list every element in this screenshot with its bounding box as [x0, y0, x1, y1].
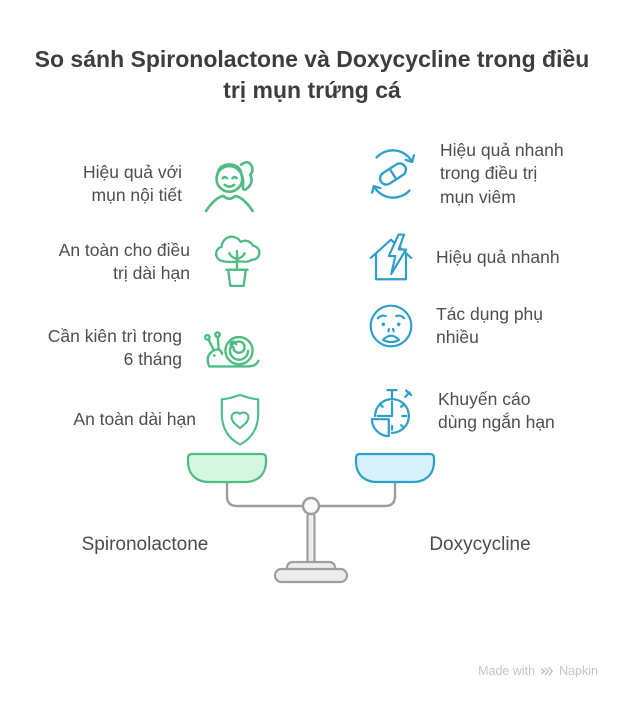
- left-item-patience-6-months: Cần kiên trì trong 6 tháng: [30, 316, 268, 380]
- woman-face-icon: [198, 148, 268, 220]
- left-item-hormonal-acne: Hiệu quả với mụn nội tiết: [30, 140, 268, 228]
- right-item-label: Hiệu quả nhanh: [436, 247, 560, 268]
- right-item-short-term-use: Khuyến cáo dùng ngắn hạn: [362, 376, 612, 446]
- pill-refresh-icon: [362, 143, 424, 205]
- scale-base: [273, 567, 349, 584]
- scale-pan-left: [186, 452, 268, 484]
- worried-face-icon: [362, 297, 420, 355]
- right-item-label: Tác dụng phụ nhiều: [436, 303, 544, 347]
- right-item-label: Khuyến cáo dùng ngắn hạn: [438, 388, 555, 432]
- right-item-label: Hiệu quả nhanh trong điều trị mụn viêm: [440, 140, 564, 207]
- watermark-brand: Napkin: [559, 664, 598, 678]
- stopwatch-icon: [362, 380, 422, 442]
- snail-icon: [198, 320, 268, 376]
- left-column-title: Spironolactone: [81, 534, 209, 555]
- left-item-label: Cần kiên trì trong 6 tháng: [47, 325, 182, 369]
- left-item-label: An toàn dài hạn: [73, 409, 196, 430]
- right-item-fast-effect: Hiệu quả nhanh: [362, 222, 612, 294]
- potted-plant-icon: [206, 229, 268, 295]
- left-item-label: An toàn cho điều trị dài hạn: [58, 239, 190, 283]
- right-item-side-effects: Tác dụng phụ nhiều: [362, 292, 612, 360]
- napkin-logo-icon: [540, 666, 553, 676]
- left-item-long-term-safety: An toàn dài hạn: [30, 384, 268, 456]
- house-lightning-icon: [362, 227, 420, 289]
- scale-post: [306, 512, 316, 568]
- right-item-fast-inflammatory: Hiệu quả nhanh trong điều trị mụn viêm: [362, 132, 612, 216]
- left-item-label: Hiệu quả với mụn nội tiết: [82, 161, 182, 205]
- scale-pan-right: [354, 452, 436, 484]
- page-title: So sánh Spironolactone và Doxycycline tr…: [34, 46, 590, 103]
- left-item-long-term-safe-treatment: An toàn cho điều trị dài hạn: [30, 226, 268, 298]
- scale-pivot: [301, 496, 321, 516]
- balance-scale-illustration: [186, 452, 436, 584]
- watermark-prefix: Made with: [478, 664, 536, 678]
- right-column-title: Doxycycline: [429, 534, 531, 555]
- watermark: Made with Napkin: [478, 664, 598, 678]
- shield-heart-icon: [212, 389, 268, 451]
